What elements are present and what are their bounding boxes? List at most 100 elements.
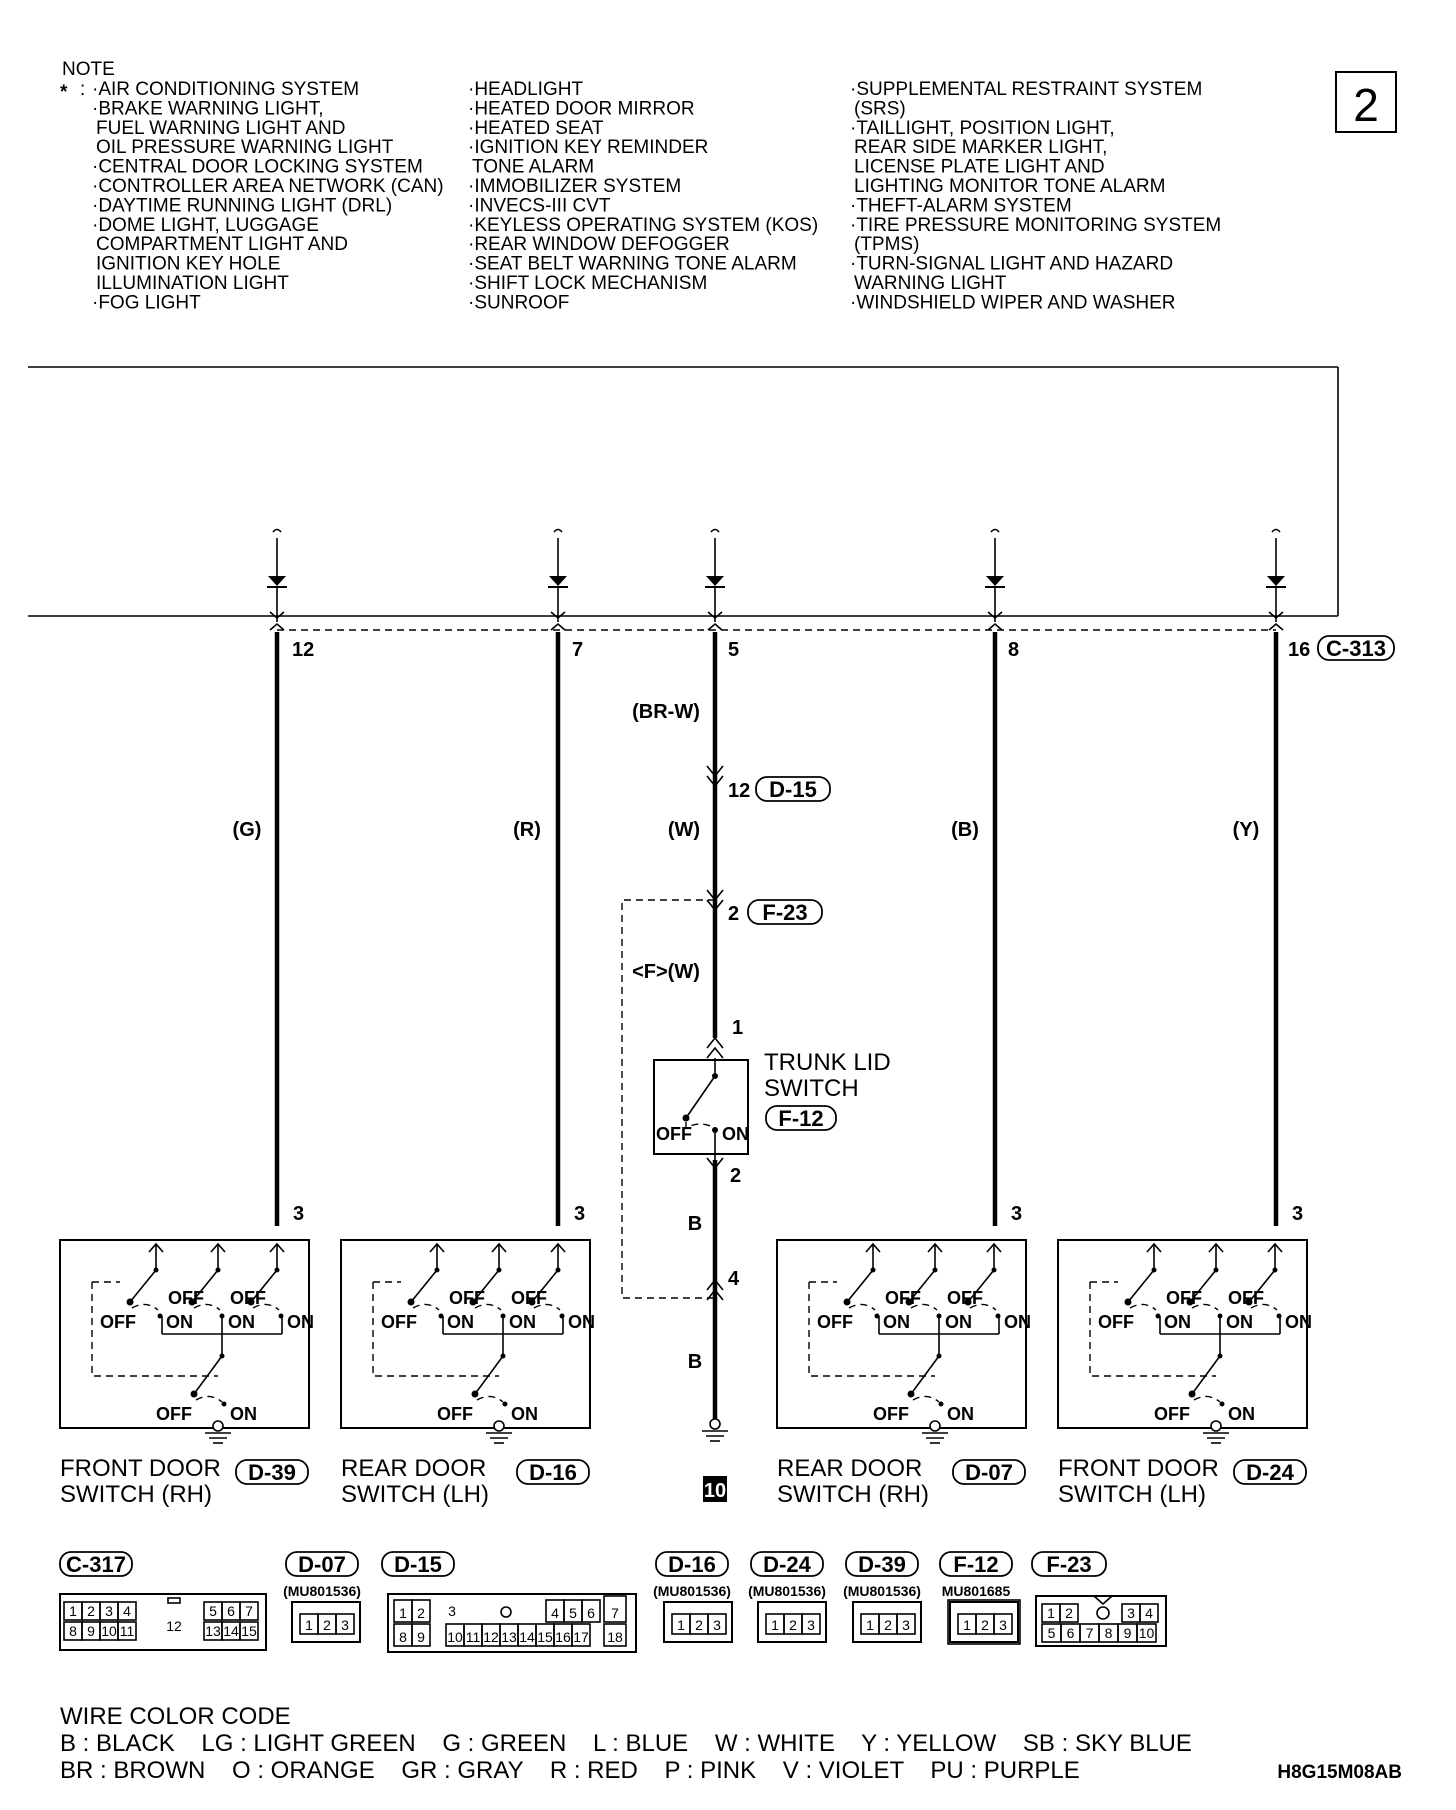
note-item: ·INVECS-III CVT <box>468 195 611 216</box>
wire-color-heading: WIRE COLOR CODE <box>60 1703 291 1730</box>
pin-cell: 13 <box>501 1629 517 1645</box>
switch-off-label: OFF <box>947 1288 983 1308</box>
note-item: ·KEYLESS OPERATING SYSTEM (KOS) <box>468 215 818 236</box>
switch-on-label: ON <box>883 1312 910 1332</box>
center-ground-icon <box>701 1418 729 1442</box>
c313-tag <box>1317 635 1395 661</box>
switch-on-label: ON <box>945 1312 972 1332</box>
switch-off-label: OFF <box>817 1312 853 1332</box>
note-item: ·TAILLIGHT, POSITION LIGHT, <box>850 118 1115 139</box>
pin-cell: 3 <box>1127 1605 1135 1621</box>
note-item: TONE ALARM <box>472 157 594 178</box>
wire-label-w: (W) <box>668 819 700 841</box>
connector-part-number: (MU801536) <box>748 1583 826 1599</box>
f12-label: F-12 <box>778 1106 823 1131</box>
door-switch-label-1: FRONT DOOR <box>60 1455 221 1482</box>
pin-cell: 18 <box>607 1629 623 1645</box>
switch-on-label: ON <box>447 1312 474 1332</box>
note-item: ·SUPPLEMENTAL RESTRAINT SYSTEM <box>850 79 1202 100</box>
pin-cell: 2 <box>695 1617 703 1633</box>
wire-label-y: (Y) <box>1233 819 1260 841</box>
switch-on-label: ON <box>1228 1404 1255 1424</box>
pin-cell: 9 <box>417 1629 425 1645</box>
switch-on-label: ON <box>511 1404 538 1424</box>
door-switch-label-2: SWITCH (LH) <box>341 1481 489 1508</box>
d15-label: D-15 <box>769 777 817 802</box>
note-item: LICENSE PLATE LIGHT AND <box>854 157 1105 178</box>
door-switch-connector: D-24 <box>1246 1460 1294 1485</box>
connector-tag: F-12 <box>953 1552 998 1577</box>
note-item: ·BRAKE WARNING LIGHT, <box>92 98 324 119</box>
door-switch-label-2: SWITCH (LH) <box>1058 1481 1206 1508</box>
door-switch-connector: D-39 <box>248 1460 296 1485</box>
pin-cell: 15 <box>537 1629 553 1645</box>
pin-cell: 8 <box>399 1629 407 1645</box>
pin-cell: 3 <box>341 1617 349 1633</box>
pin-cell: 3 <box>448 1603 456 1619</box>
note-item: ·IGNITION KEY REMINDER <box>468 137 708 158</box>
note-item: ·HEATED DOOR MIRROR <box>468 98 695 119</box>
trunk-pin-4: 4 <box>728 1268 740 1290</box>
diode-4 <box>984 528 1006 631</box>
trunk-off: OFF <box>656 1124 692 1144</box>
pin-cell: 3 <box>713 1617 721 1633</box>
switch-on-label: ON <box>1004 1312 1031 1332</box>
switch-pin-3: 3 <box>1292 1203 1303 1225</box>
pin-top-8: 8 <box>1008 639 1019 661</box>
connector-tag: C-317 <box>66 1552 126 1577</box>
switch-on-label: ON <box>568 1312 595 1332</box>
pin-cell: 6 <box>1067 1625 1075 1641</box>
pin-cell: 4 <box>551 1605 559 1621</box>
pin-cell: 3 <box>807 1617 815 1633</box>
pin-cell: 2 <box>323 1617 331 1633</box>
note-item: ·TIRE PRESSURE MONITORING SYSTEM <box>850 215 1221 236</box>
pin-top-7: 7 <box>572 639 583 661</box>
note-item: ·SEAT BELT WARNING TONE ALARM <box>468 254 797 275</box>
pin-cell: 10 <box>101 1623 117 1639</box>
door-switch-label-1: REAR DOOR <box>341 1455 486 1482</box>
switch-off-label: OFF <box>1098 1312 1134 1332</box>
wire-color-row-2: BR : BROWN O : ORANGE GR : GRAY R : RED … <box>60 1757 1080 1784</box>
ground-ref-box <box>703 1476 727 1502</box>
pin-cell: 1 <box>69 1603 77 1619</box>
diode-1 <box>266 528 288 631</box>
pin-cell: 2 <box>1065 1605 1073 1621</box>
switch-off-label: OFF <box>230 1288 266 1308</box>
pin-cell: 1 <box>963 1617 971 1633</box>
pin-top-12: 12 <box>292 639 314 661</box>
wire-label-f-w: <F>(W) <box>632 961 700 983</box>
note-item: ·DOME LIGHT, LUGGAGE <box>92 215 319 236</box>
note-item: ·HEATED SEAT <box>468 118 604 139</box>
d15-pin: 12 <box>728 780 750 802</box>
pin-cell: 1 <box>771 1617 779 1633</box>
trunk-pin-1: 1 <box>732 1017 743 1039</box>
trunk-on: ON <box>722 1124 749 1144</box>
note-star: * <box>60 82 68 103</box>
pin-cell: 17 <box>573 1629 589 1645</box>
pin-cell: 7 <box>245 1603 253 1619</box>
trunk-label-2: SWITCH <box>764 1075 859 1102</box>
pin-cell: 3 <box>999 1617 1007 1633</box>
wire-label-b: (B) <box>951 819 979 841</box>
pin-cell: 6 <box>587 1605 595 1621</box>
switch-on-label: ON <box>230 1404 257 1424</box>
pin-cell: 3 <box>105 1603 113 1619</box>
switch-on-label: ON <box>228 1312 255 1332</box>
pin-cell: 7 <box>611 1605 619 1621</box>
note-item: ·DAYTIME RUNNING LIGHT (DRL) <box>92 195 392 216</box>
wire-label-g: (G) <box>233 819 262 841</box>
wire-label-r: (R) <box>513 819 541 841</box>
door-switch-label-2: SWITCH (RH) <box>60 1481 212 1508</box>
note-item: WARNING LIGHT <box>854 273 1007 294</box>
pin-cell: 11 <box>120 1623 135 1639</box>
door-switch-label-1: FRONT DOOR <box>1058 1455 1219 1482</box>
note-item: ·IMMOBILIZER SYSTEM <box>468 176 681 197</box>
note-heading: NOTE <box>62 59 115 80</box>
note-item: ·SUNROOF <box>468 292 569 313</box>
note-item: ·HEADLIGHT <box>468 79 583 100</box>
door-switch-connector: D-07 <box>965 1460 1013 1485</box>
f23-pin: 2 <box>728 903 739 925</box>
